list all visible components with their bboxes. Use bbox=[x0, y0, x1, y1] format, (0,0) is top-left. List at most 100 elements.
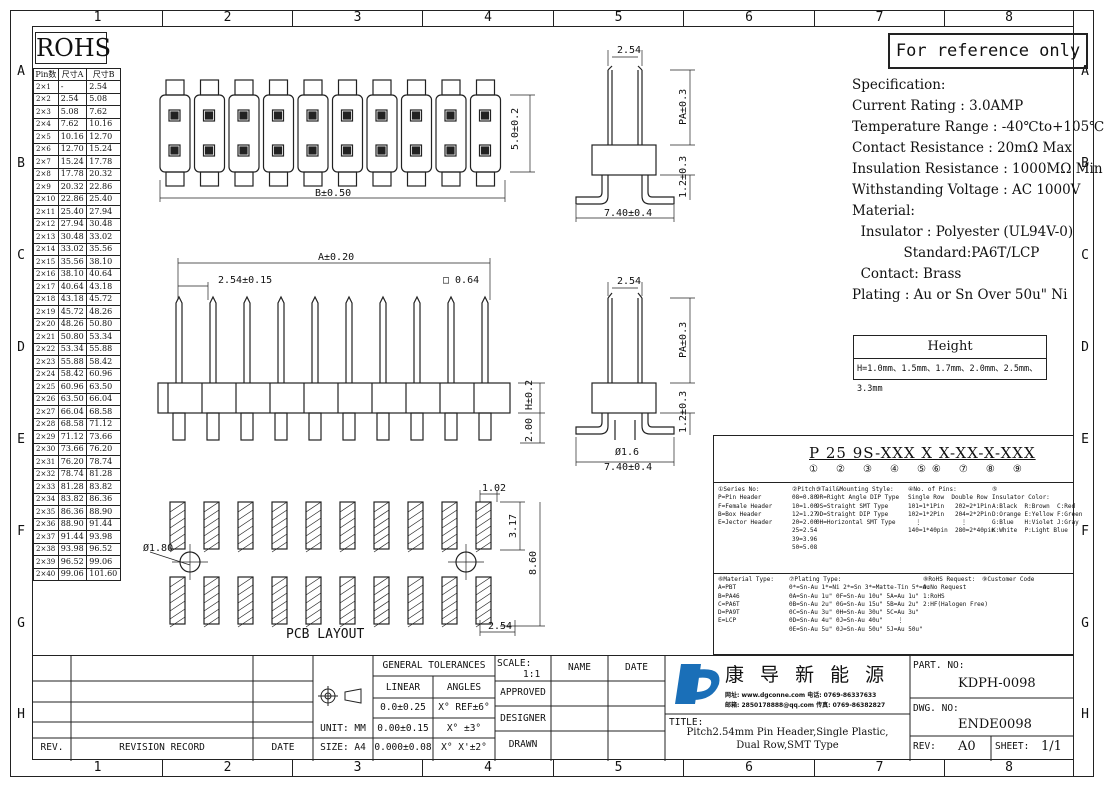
name-label: NAME bbox=[568, 662, 591, 673]
column-number: 2 bbox=[163, 10, 293, 26]
top-view-pin-lead bbox=[165, 171, 185, 187]
dim-front-pitch: 2.54±0.15 bbox=[218, 275, 272, 286]
date-label: DATE bbox=[271, 742, 295, 753]
part-code-line: ⑦Plating Type: bbox=[789, 576, 842, 583]
column-number: 5 bbox=[554, 760, 684, 776]
part-code-line: ③Tail&Mounting Style: bbox=[816, 486, 894, 493]
column-number: 3 bbox=[293, 10, 423, 26]
row-letter: C bbox=[17, 248, 25, 263]
dim-front-square: □ 0.64 bbox=[443, 275, 479, 286]
row-letter: C bbox=[1081, 248, 1089, 263]
spec-line: Insulator : Polyester (UL94V-0) bbox=[852, 224, 1074, 240]
part-code-line: Insulator Color: bbox=[992, 494, 1050, 502]
linear-label: LINEAR bbox=[385, 682, 421, 693]
company-logo bbox=[675, 664, 720, 704]
pin-table-header: Pin数 bbox=[33, 68, 59, 81]
part-code: P 25 9S-XXX X X-XX-X-XXX bbox=[809, 444, 1036, 462]
side-view-2 bbox=[575, 292, 675, 440]
spec-line: Insulation Resistance : 1000MΩ Min bbox=[852, 161, 1103, 177]
front-view-pin bbox=[345, 295, 353, 383]
part-code-line: E=LCP bbox=[718, 617, 737, 625]
part-code-line: D=PA9T bbox=[718, 609, 740, 617]
top-view-pin-square bbox=[306, 144, 319, 157]
rohs-mark: ROHS bbox=[35, 32, 112, 64]
top-view-pin-square bbox=[273, 111, 283, 120]
front-view-foot bbox=[478, 412, 492, 441]
row-letter: B bbox=[1081, 155, 1089, 171]
dim-pcb-860: 8.60 bbox=[528, 551, 539, 575]
top-view-pin-square bbox=[375, 144, 388, 157]
column-number: 1 bbox=[33, 760, 163, 776]
angle-tol-1: X° REF±6° bbox=[438, 702, 490, 713]
rev-label-2: REV: bbox=[913, 741, 936, 752]
top-view-pin-body bbox=[262, 94, 295, 173]
top-view-pin-body bbox=[159, 94, 191, 173]
top-view-pin-square bbox=[306, 109, 319, 122]
dim-h12-1: 1.2±0.3 bbox=[678, 156, 689, 198]
spec-line: Temperature Range : -40℃to+105℃ bbox=[852, 119, 1104, 135]
pin-table-row: 2×1-2.54 bbox=[33, 80, 121, 94]
part-code-line: A:Black R:Brown C:Red bbox=[992, 502, 1076, 510]
top-view-pin-square bbox=[273, 146, 283, 155]
pcb-pad bbox=[169, 576, 186, 628]
top-view-pin-square bbox=[446, 146, 455, 155]
spec-line: Material: bbox=[852, 203, 915, 219]
dim-diameter-16: Ø1.6 bbox=[615, 446, 639, 458]
pin-table-cell: 2×29 bbox=[33, 430, 59, 444]
top-view-pin-square bbox=[375, 109, 388, 122]
scale-label: SCALE: bbox=[497, 658, 532, 669]
front-view-foot bbox=[172, 412, 186, 441]
front-view-foot bbox=[274, 412, 288, 441]
part-code-line: 20=2.00 bbox=[792, 519, 818, 527]
top-view-pin-body bbox=[469, 94, 502, 173]
designer-label: DESIGNER bbox=[500, 713, 546, 724]
front-view-foot bbox=[308, 412, 322, 441]
pin-table-header: 尺寸A bbox=[57, 68, 88, 81]
column-number: 4 bbox=[423, 10, 554, 26]
pcb-layout-label: PCB LAYOUT bbox=[286, 627, 364, 642]
part-code-line: ⋮ ⋮ bbox=[908, 519, 967, 527]
top-view-pin-square bbox=[444, 109, 457, 122]
column-number: 1 bbox=[33, 10, 163, 26]
title-block: REV. REVISION RECORD DATE UNIT: MM SIZE:… bbox=[33, 655, 1074, 761]
company-contact-2: 邮箱: 2850178888@qq.com 传真: 0769-86382827 bbox=[725, 702, 886, 709]
top-view-pin-lead bbox=[475, 171, 496, 187]
height-values: H=1.0mm、1.5mm、1.7mm、2.0mm、2.5mm、3.3mm bbox=[857, 364, 1038, 394]
dwgno-label: DWG. NO: bbox=[913, 703, 959, 714]
part-code-line: 08=0.80 bbox=[792, 494, 818, 502]
top-view-pin-square bbox=[204, 111, 214, 120]
column-number: 5 bbox=[554, 10, 684, 26]
part-code-line: 12=1.27 bbox=[792, 510, 818, 518]
dwgno-value: ENDE0098 bbox=[958, 717, 1032, 732]
part-code-line: ④No. of Pins: bbox=[908, 486, 957, 493]
pcb-pad bbox=[373, 501, 390, 553]
top-view-pin-lead bbox=[268, 171, 289, 187]
top-view-pin-lead bbox=[234, 79, 254, 96]
part-code-line: 9R=Right Angle DIP Type bbox=[816, 494, 900, 502]
top-view-pin-square bbox=[170, 146, 179, 155]
part-code-line: C=PA6T bbox=[718, 600, 740, 608]
pin-table-cell: 101.60 bbox=[86, 567, 121, 581]
pcb-pad bbox=[373, 576, 390, 628]
title-text-line-1: Pitch2.54mm Pin Header,Single Plastic, bbox=[686, 727, 889, 738]
front-view-foot bbox=[410, 412, 424, 441]
top-view-pin-lead bbox=[303, 79, 323, 96]
top-view-pin-square bbox=[308, 146, 317, 155]
top-view-pin-lead bbox=[337, 79, 358, 96]
top-view-pin-lead bbox=[441, 171, 461, 187]
dim-pitch-2: 2.54 bbox=[617, 276, 641, 287]
dim-pcb-102: 1.02 bbox=[482, 483, 506, 494]
part-code-line: 25=2.54 bbox=[792, 527, 818, 535]
angle-tol-2: X° ±3° bbox=[446, 723, 482, 734]
part-code-group: ⑦Plating Type:0*=Sn-Au 1*=Ni 2*=Sn 3*=Ma… bbox=[789, 576, 930, 634]
pin-table-cell: 25.40 bbox=[86, 192, 121, 206]
